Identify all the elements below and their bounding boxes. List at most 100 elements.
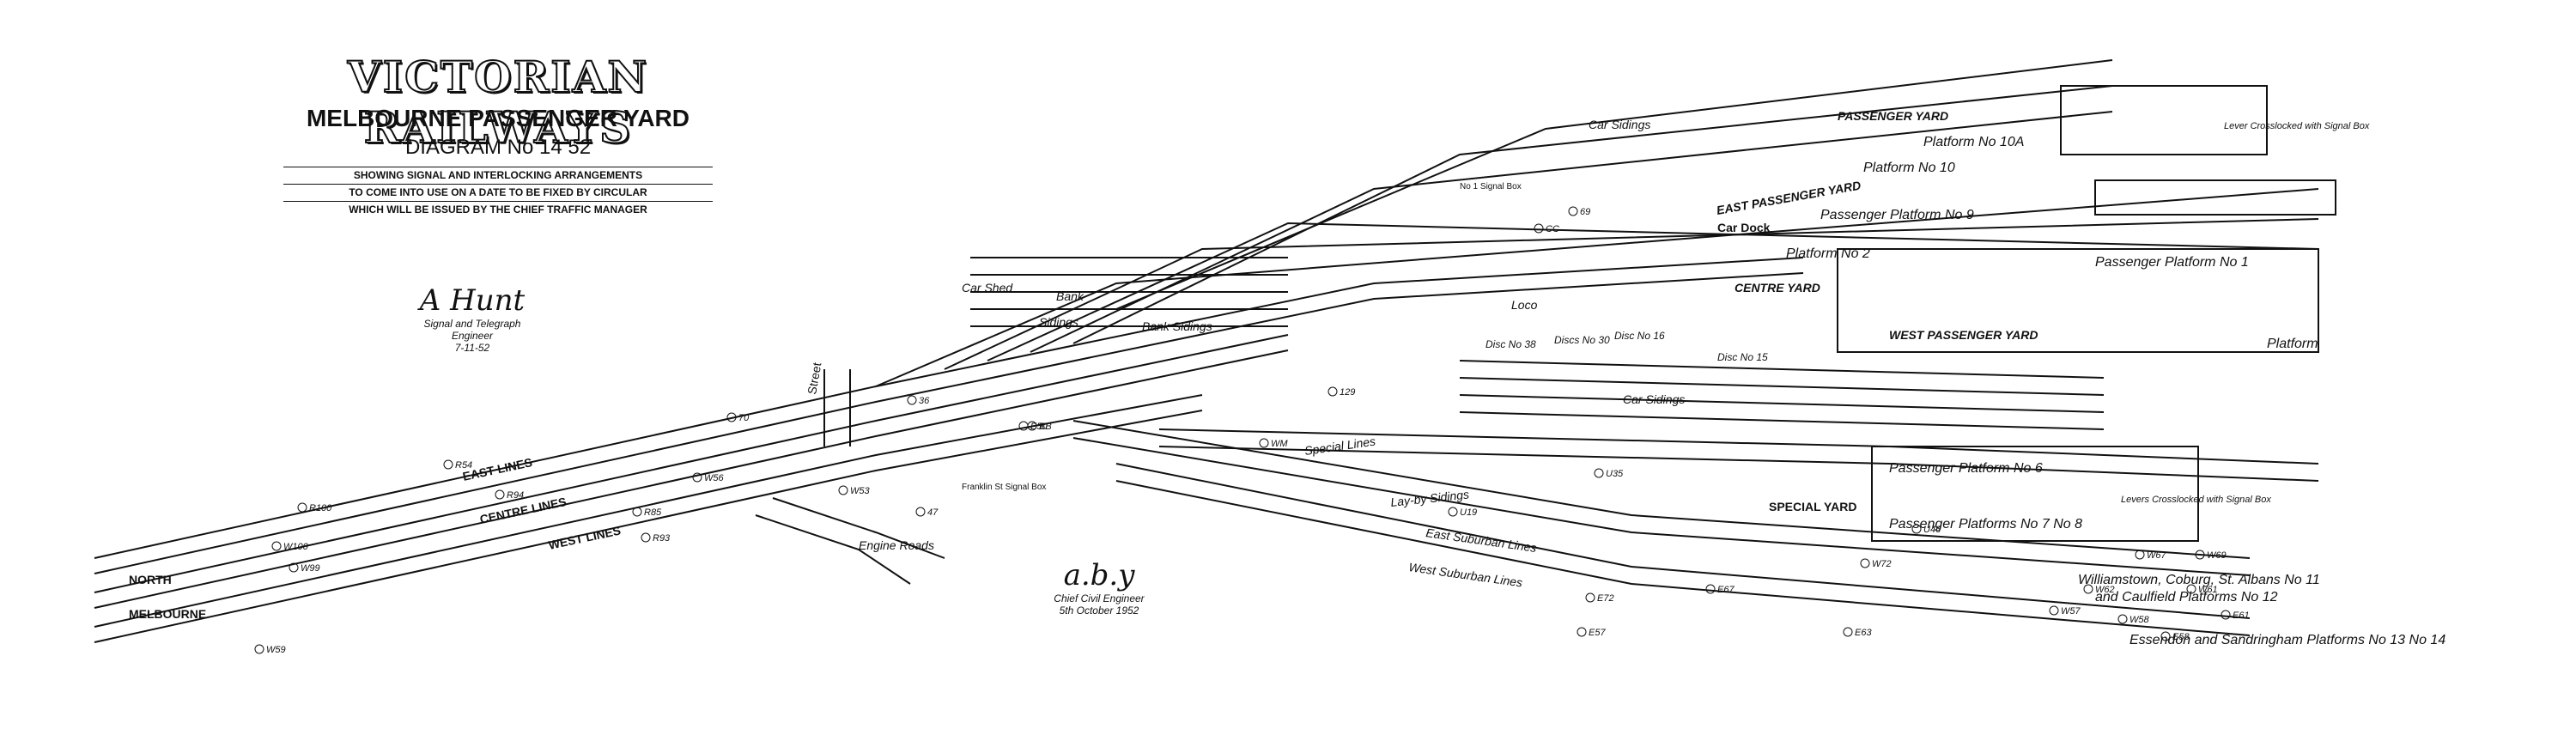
track-labels: EAST LINES CENTRE LINES WEST LINES NORTH… — [129, 109, 2370, 621]
signature-date: 5th October 1952 — [1059, 604, 1139, 617]
signal-mark — [907, 395, 917, 405]
signature-title: Chief Civil Engineer — [1054, 592, 1145, 604]
signal-label: W72 — [1872, 559, 1892, 569]
signal-label: 47 — [927, 507, 939, 518]
signal-mark — [838, 485, 848, 495]
label-williamstown: Williamstown, Coburg, St. Albans No 11 — [2078, 573, 2320, 587]
signal-mark — [1585, 592, 1595, 603]
label-platform-6: Passenger Platform No 6 — [1889, 461, 2043, 476]
signal-label: W53 — [850, 486, 871, 496]
signal-mark — [443, 459, 453, 470]
label-west-lines: WEST LINES — [547, 523, 622, 551]
label-platform-10a: Platform No 10A — [1923, 135, 2024, 149]
label-platform-10: Platform No 10 — [1863, 161, 1955, 175]
header-line-3: WHICH WILL BE ISSUED BY THE CHIEF TRAFFI… — [283, 201, 713, 216]
label-street: Street — [805, 361, 823, 396]
signature-scrawl: a.b.y — [1063, 558, 1135, 592]
label-sidings: Sidings — [1039, 315, 1078, 329]
signal-mark — [2117, 614, 2128, 624]
signal-mark — [1594, 468, 1604, 478]
signal-label: U46 — [1923, 525, 1941, 535]
page-subtitle: MELBOURNE PASSENGER YARD — [306, 105, 690, 131]
signal-mark — [1577, 627, 1587, 637]
label-west-passenger-yard: WEST PASSENGER YARD — [1889, 328, 2038, 342]
label-discs-30: Discs No 30 — [1554, 334, 1610, 346]
signal-label: W56 — [704, 473, 725, 483]
signal-label: W61 — [2198, 585, 2218, 595]
signal-mark — [915, 507, 926, 517]
signal-label: R94 — [507, 490, 524, 501]
signal-mark — [2160, 631, 2171, 641]
label-disc-15: Disc No 15 — [1717, 351, 1768, 363]
signal-label: E63 — [1855, 628, 1872, 638]
signal-mark — [254, 644, 264, 654]
signature-civil-engineer: a.b.y Chief Civil Engineer 5th October 1… — [1013, 558, 1185, 617]
signal-mark — [1843, 627, 1853, 637]
signal-mark — [641, 532, 651, 543]
label-lay-by-sidings: Lay-by Sidings — [1390, 487, 1470, 509]
signal-label: W69 — [2207, 550, 2227, 561]
signature-date: 7-11-52 — [454, 342, 490, 354]
label-platforms-7-8: Passenger Platforms No 7 No 8 — [1889, 517, 2082, 532]
signal-mark — [692, 472, 702, 483]
signal-mark — [1027, 421, 1037, 431]
signature-title: Signal and Telegraph Engineer — [423, 318, 521, 342]
signal-label: W57 — [2061, 606, 2081, 617]
signal-mark — [2221, 610, 2231, 620]
signal-label: W67 — [2147, 550, 2167, 561]
signal-mark — [1705, 584, 1716, 594]
header-line-1: SHOWING SIGNAL AND INTERLOCKING ARRANGEM… — [283, 167, 713, 181]
label-car-dock: Car Dock — [1717, 221, 1771, 234]
signal-mark — [1448, 507, 1458, 517]
signal-label: CC — [1546, 224, 1559, 234]
signal-mark — [2195, 550, 2205, 560]
label-essendon: Essendon and Sandringham Platforms No 13… — [2129, 633, 2445, 647]
signal-label: U19 — [1460, 507, 1477, 518]
signal-label: U35 — [1606, 469, 1624, 479]
signal-number-labels: R100R54R94R85R93W100W99W59W53W56W57W58W6… — [254, 206, 2250, 655]
signal-mark — [1860, 558, 1870, 568]
signal-label: R54 — [455, 460, 472, 471]
signal-label: R93 — [653, 533, 671, 544]
signal-label: WM — [1271, 439, 1288, 449]
signal-label: E72 — [1597, 593, 1614, 604]
label-platform-5: Platform — [2267, 337, 2318, 351]
label-passenger-yard: PASSENGER YARD — [1838, 109, 1948, 123]
signal-label: W99 — [301, 563, 320, 574]
main-tracks — [94, 59, 2319, 643]
label-caulfield: and Caulfield Platforms No 12 — [2095, 590, 2278, 604]
signal-label: E57 — [1589, 628, 1606, 638]
signal-label: W62 — [2095, 585, 2115, 595]
signal-mark — [1568, 206, 1578, 216]
label-melbourne: MELBOURNE — [129, 607, 206, 621]
label-west-suburban: West Suburban Lines — [1408, 560, 1524, 589]
signal-label: 69 — [1580, 207, 1590, 217]
label-car-sidings-top: Car Sidings — [1589, 118, 1650, 131]
signal-mark — [2049, 605, 2059, 616]
label-car-sidings-mid: Car Sidings — [1623, 392, 1685, 406]
signal-mark — [1534, 223, 1544, 234]
header-line-2: TO COME INTO USE ON A DATE TO BE FIXED B… — [283, 184, 713, 198]
page-title: VICTORIAN RAILWAYS — [347, 51, 649, 154]
platform-outlines — [1837, 85, 2336, 542]
label-special-lines: Special Lines — [1303, 434, 1376, 458]
signal-mark — [495, 489, 505, 500]
label-lever-crosslocked: Lever Crosslocked with Signal Box — [2224, 121, 2370, 131]
diagram-number: DIAGRAM No 14 52 — [404, 136, 592, 159]
signal-label: W59 — [266, 645, 286, 655]
signal-label: E67 — [1717, 585, 1735, 595]
signal-label: W100 — [283, 542, 309, 552]
signal-mark — [1018, 421, 1029, 431]
signal-mark — [1911, 524, 1922, 534]
signature-scrawl: A Hunt — [419, 283, 526, 318]
signal-label: 70 — [738, 413, 750, 423]
label-levers-crosslocked: Levers Crosslocked with Signal Box — [2121, 495, 2271, 505]
label-bank: Bank — [1056, 289, 1084, 303]
signal-mark — [271, 541, 282, 551]
signal-label: 36 — [919, 396, 930, 406]
label-special-yard: SPECIAL YARD — [1769, 500, 1856, 513]
label-platform-1: Passenger Platform No 1 — [2095, 255, 2249, 270]
label-north: NORTH — [129, 573, 172, 586]
